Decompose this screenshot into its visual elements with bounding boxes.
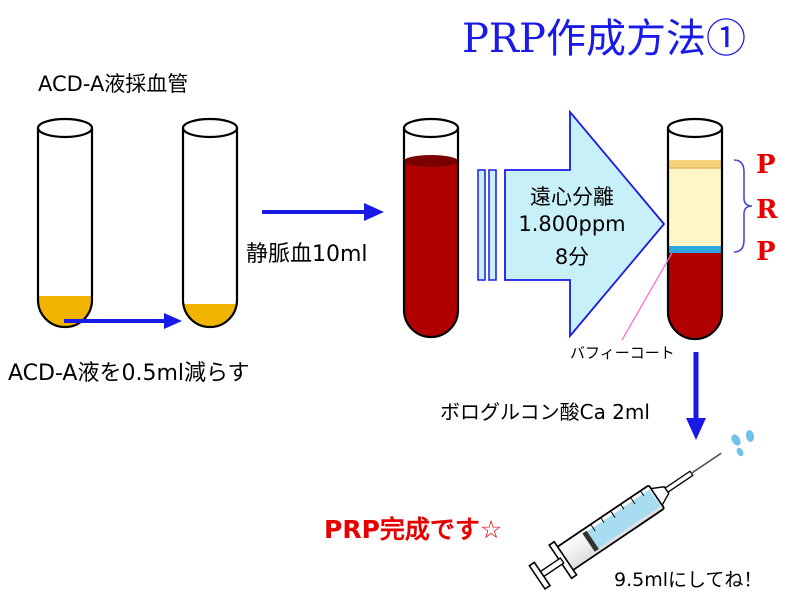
whole-blood [404, 160, 458, 337]
buffy-coat-label: バフィーコート [570, 344, 675, 362]
prp-letter-p: P [756, 150, 776, 180]
plasma-layer [668, 168, 722, 246]
acd-tube-1 [36, 117, 94, 329]
acd-liquid-reduced [183, 304, 237, 327]
calcium-label: ボログルコン酸Ca 2ml [440, 400, 650, 424]
centrifuge-label-line3: 8分 [554, 245, 590, 269]
calcium-arrow [686, 352, 706, 440]
tube-label: ACD-A液採血管 [38, 72, 189, 96]
syringe-fluid [583, 489, 661, 551]
step-venous-label: 静脈血10ml [246, 242, 368, 267]
buffy-coat-layer [668, 246, 722, 253]
syringe-icon [528, 452, 722, 591]
centrifuge-label-line2: 1.800ppm [518, 212, 626, 236]
prp-bracket [733, 159, 753, 253]
droplets-icon [731, 430, 755, 457]
prp-letter-r: R [756, 195, 778, 225]
red-cell-layer [668, 253, 722, 339]
centrifuge-label-line1: 遠心分離 [530, 185, 614, 209]
volume-note: 9.5mlにしてね！ [614, 569, 763, 591]
acd-tube-2 [181, 117, 239, 329]
reduce-arrow [64, 313, 182, 329]
done-label: PRP完成です☆ [324, 515, 503, 544]
blood-surface [404, 155, 458, 167]
page-title: PRP作成方法① [462, 16, 746, 62]
prp-letter-p2: P [756, 237, 776, 267]
separated-tube [666, 117, 724, 341]
blood-tube [402, 117, 460, 339]
plasma-top-surface [668, 160, 722, 168]
step-reduce-label: ACD-A液を0.5ml減らす [8, 361, 250, 386]
buffy-pointer-line [621, 252, 673, 341]
centrifuge-arrow [477, 109, 666, 339]
venous-arrow [262, 203, 384, 221]
